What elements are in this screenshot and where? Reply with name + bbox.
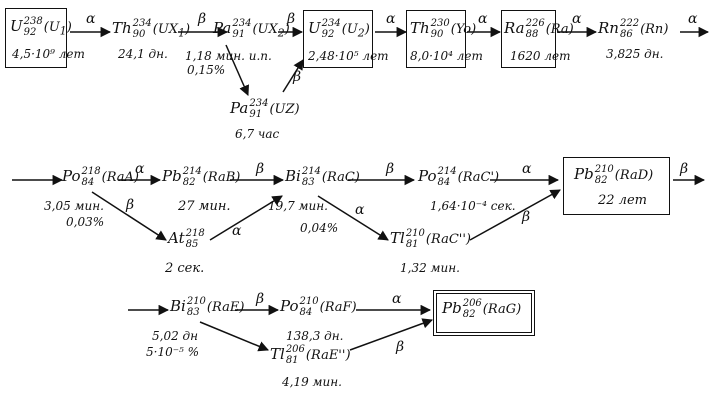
- decay-beta: β: [293, 69, 302, 85]
- decay-alpha: α: [135, 161, 145, 177]
- halflife-th230: 8,0·10⁴ лет: [410, 49, 483, 63]
- halflife-u238: 4,5·10⁹ лет: [12, 47, 85, 61]
- decay-alpha: α: [232, 223, 242, 239]
- halflife-tl210: 1,32 мин.: [400, 261, 460, 275]
- halflife-u234: 2,48·10⁵ лет: [308, 49, 389, 63]
- arrow-po218-at218: [91, 191, 167, 241]
- halflife-pb210: 22 лет: [598, 193, 647, 208]
- arrow-bi210-tl206: [199, 321, 269, 352]
- decay-alpha: α: [386, 11, 396, 27]
- branch-bi214: 0,04%: [300, 221, 339, 235]
- halflife-pa234-uz: 6,7 час: [235, 127, 280, 141]
- arrow-pa234b-u234: [282, 59, 304, 93]
- decay-beta: β: [198, 11, 207, 27]
- halflife-th234: 24,1 дн.: [118, 47, 168, 61]
- decay-beta: β: [287, 11, 296, 27]
- decay-beta: β: [126, 197, 135, 213]
- decay-alpha: α: [688, 11, 698, 27]
- decay-alpha: α: [392, 291, 402, 307]
- box-ra226: [501, 10, 556, 68]
- decay-beta: β: [396, 339, 405, 355]
- decay-alpha: α: [355, 202, 365, 218]
- arrow-at218-bi214: [209, 195, 283, 241]
- branch-bi210: 5·10⁻⁵ %: [146, 345, 200, 359]
- halflife-at218: 2 сек.: [165, 261, 205, 276]
- halflife-ra226: 1620 лет: [510, 49, 571, 63]
- decay-beta: β: [256, 291, 265, 307]
- arrow-tl206-pb206: [349, 318, 433, 351]
- decay-alpha: α: [86, 11, 96, 27]
- decay-alpha: α: [572, 11, 582, 27]
- decay-beta: β: [522, 209, 531, 225]
- box-pb206: [433, 290, 535, 336]
- box-u238: [5, 8, 67, 68]
- halflife-po218: 3,05 мин.: [44, 199, 104, 213]
- box-u234: [303, 10, 373, 68]
- halflife-bi210: 5,02 дн: [152, 329, 199, 343]
- halflife-po214: 1,64·10⁻⁴ сек.: [430, 199, 516, 213]
- box-th230: [406, 10, 466, 68]
- arrow-pa234-pa234b: [225, 44, 249, 96]
- halflife-po210: 138,3 дн.: [286, 329, 344, 343]
- arrow-bi214-tl210: [317, 195, 389, 241]
- halflife-bi214: 19,7 мин.: [268, 199, 328, 213]
- branch-pa234-ux2: 0,15%: [187, 63, 226, 77]
- halflife-pa234-ux2: 1,18 мин. и.п.: [185, 49, 272, 63]
- decay-beta: β: [680, 161, 689, 177]
- decay-alpha: α: [522, 161, 532, 177]
- arrow-tl210-pb210: [469, 189, 561, 241]
- decay-beta: β: [386, 161, 395, 177]
- halflife-rn222: 3,825 дн.: [606, 47, 664, 61]
- decay-beta: β: [256, 161, 265, 177]
- decay-alpha: α: [478, 11, 488, 27]
- halflife-pb214: 27 мин.: [178, 199, 231, 214]
- halflife-tl206: 4,19 мин.: [282, 375, 342, 389]
- branch-po218: 0,03%: [66, 215, 105, 229]
- box-pb210: [563, 157, 670, 215]
